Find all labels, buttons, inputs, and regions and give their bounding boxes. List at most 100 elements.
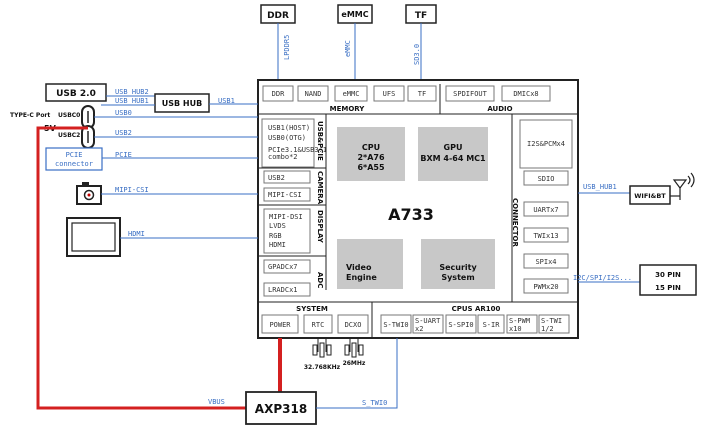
- audio-label: AUDIO: [487, 105, 512, 113]
- cpu-block: CPU 2*A76 6*A55: [337, 127, 405, 181]
- usb1-bus-label: USB1: [218, 97, 235, 105]
- gpu-block: GPU BXM 4-64 MC1: [418, 127, 488, 181]
- crystal-32k: 32.768KHz: [304, 338, 341, 371]
- usb20-label: USB 2.0: [56, 89, 96, 99]
- tf-label: TF: [415, 11, 427, 21]
- pcie-bus-label: PCIE: [115, 151, 132, 159]
- security-system-block: Security System: [421, 239, 495, 289]
- audio-block: SPDIFOUT DMICx8 AUDIO: [440, 85, 578, 115]
- s-twi0-bus-label: S_TWI0: [362, 399, 387, 407]
- adc-gpadc: GPADCx7: [268, 263, 298, 271]
- usb-hub1-left-bus-label: USB_HUB1: [115, 97, 149, 105]
- tf-external: TF SD3.0: [405, 4, 437, 84]
- usb-hub2-bus-label: USB_HUB2: [115, 88, 149, 96]
- i2c-spi-bus-label: I2C/SPI/I2S...: [573, 274, 632, 282]
- vbus-label: VBUS: [208, 398, 225, 406]
- camera-mipi-csi: MIPI-CSI: [268, 191, 302, 199]
- camera-block: USB2 MIPI-CSI CAMERA: [258, 170, 326, 206]
- memory-label: MEMORY: [330, 105, 366, 113]
- camera-label: CAMERA: [316, 171, 324, 205]
- memory-ufs: UFS: [383, 90, 396, 98]
- display-hdmi: HDMI: [269, 241, 286, 249]
- display-lvds: LVDS: [269, 222, 286, 230]
- typec-port-label: TYPE-C Port: [10, 112, 50, 119]
- display-mipi-dsi: MIPI-DSI: [269, 213, 303, 221]
- emmc-label: eMMC: [341, 10, 368, 19]
- connector-label: CONNECTOR: [511, 198, 519, 247]
- adc-label: ADC: [316, 272, 324, 288]
- sd3-bus-label: SD3.0: [413, 44, 421, 65]
- cpus-s-pwm: S-PWM: [509, 317, 530, 325]
- usb0-otg: USB0(OTG): [268, 134, 306, 142]
- audio-dmic: DMICx8: [513, 90, 538, 98]
- crystal-32k-label: 32.768KHz: [304, 364, 341, 371]
- usb2-bus-label: USB2: [115, 129, 132, 137]
- usb0-bus-label: USB0: [115, 109, 132, 117]
- cpus-s-spi0: S-SPI0: [448, 321, 473, 329]
- system-dcxo: DCXO: [345, 321, 362, 329]
- system-power: POWER: [269, 321, 291, 329]
- display-label: DISPLAY: [316, 210, 324, 244]
- usbc0-connector: USBC0 TYPE-C Port USB0: [10, 105, 258, 129]
- adc-lradc: LRADCx1: [268, 286, 298, 294]
- video-subtitle: Engine: [346, 273, 377, 282]
- memory-nand: NAND: [305, 90, 322, 98]
- gpu-model: BXM 4-64 MC1: [420, 154, 486, 163]
- cpus-label: CPUS AR100: [452, 305, 501, 313]
- cpus-s-twi: S-TWI: [541, 317, 562, 325]
- connector-spi: SPIx4: [535, 258, 556, 266]
- usbc2-label: USBC2: [58, 132, 80, 139]
- system-block: SYSTEM POWER RTC DCXO: [258, 301, 578, 338]
- usbc2-connector: USBC2 USB2: [58, 125, 258, 149]
- connector-pwm: PWMx20: [533, 283, 558, 291]
- pcie-combo-count: combo*2: [268, 153, 298, 161]
- wifi-bt-label: WIFI&BT: [634, 192, 666, 200]
- security-title: Security: [439, 263, 477, 272]
- wifi-bt-external: USB_HUB1 WIFI&BT: [578, 183, 671, 205]
- usbc0-label: USBC0: [58, 112, 80, 119]
- ddr-label: DDR: [267, 11, 289, 21]
- cpus-s-uart: S-UART: [415, 317, 441, 325]
- memory-tf: TF: [418, 90, 426, 98]
- usb20-external: USB 2.0 USB_HUB2: [45, 83, 155, 102]
- crystal-26m-label: 26MHz: [343, 360, 366, 367]
- memory-block: DDR NAND eMMC UFS TF MEMORY: [258, 84, 441, 115]
- pcie-combo: PCIe3.1&USB3.1: [268, 146, 327, 154]
- usb1-host: USB1(HOST): [268, 124, 310, 132]
- axp318-label: AXP318: [255, 402, 307, 416]
- cpus-s-twi-num: 1/2: [541, 325, 554, 333]
- lpddr5-bus-label: LPDDR5: [283, 35, 291, 60]
- emmc-bus-label: eMMC: [344, 40, 352, 57]
- cpu-title: CPU: [362, 143, 380, 152]
- memory-emmc: eMMC: [343, 90, 360, 98]
- antenna-icon: [670, 172, 695, 200]
- camera-icon: MIPI-CSI: [76, 182, 258, 205]
- cpus-s-pwm-count: x10: [509, 325, 522, 333]
- video-engine-block: Video Engine: [337, 239, 403, 289]
- cpus-s-twi0: S-TWI0: [383, 321, 408, 329]
- adc-block: GPADCx7 LRADCx1 ADC: [263, 259, 324, 297]
- connector-block: I2S&PCMx4 SDIO UARTx7 TWIx13 SPIx4 PWMx2…: [511, 114, 573, 302]
- usb-pcie-block: USB1(HOST) USB0(OTG) PCIe3.1&USB3.1 comb…: [258, 114, 327, 290]
- connector-uart: UARTx7: [533, 206, 558, 214]
- usb-hub-external: USB HUB USB_HUB1 USB1: [101, 93, 258, 113]
- usb-pcie-label: USB&PCIE: [316, 121, 324, 161]
- system-label: SYSTEM: [296, 305, 328, 313]
- ddr-external: DDR LPDDR5: [260, 4, 296, 84]
- usb-hub1-right-bus-label: USB_HUB1: [583, 183, 617, 191]
- pin30-label: 30 PIN: [655, 271, 681, 279]
- axp318-pmic: AXP318: [245, 391, 317, 425]
- cpu-big-cores: 2*A76: [357, 153, 385, 162]
- emmc-external: eMMC eMMC: [337, 4, 373, 84]
- crystal-26m: 26MHz: [343, 338, 366, 367]
- pin-header-external: I2C/SPI/I2S... 30 PIN 15 PIN: [573, 264, 697, 296]
- power-rail: VBUS: [36, 126, 282, 410]
- audio-spdifout: SPDIFOUT: [453, 90, 488, 98]
- system-rtc: RTC: [312, 321, 325, 329]
- display-block: MIPI-DSI LVDS RGB HDMI DISPLAY: [258, 208, 326, 257]
- pcie-connector-line2: connector: [55, 160, 93, 168]
- connector-twi: TWIx13: [533, 232, 558, 240]
- camera-usb2: USB2: [268, 174, 285, 182]
- pcie-connector-external: PCIE connector PCIE: [45, 147, 258, 171]
- cpus-block: CPUS AR100 S-TWI0 S-UART x2 S-SPI0 S-IR …: [380, 305, 570, 334]
